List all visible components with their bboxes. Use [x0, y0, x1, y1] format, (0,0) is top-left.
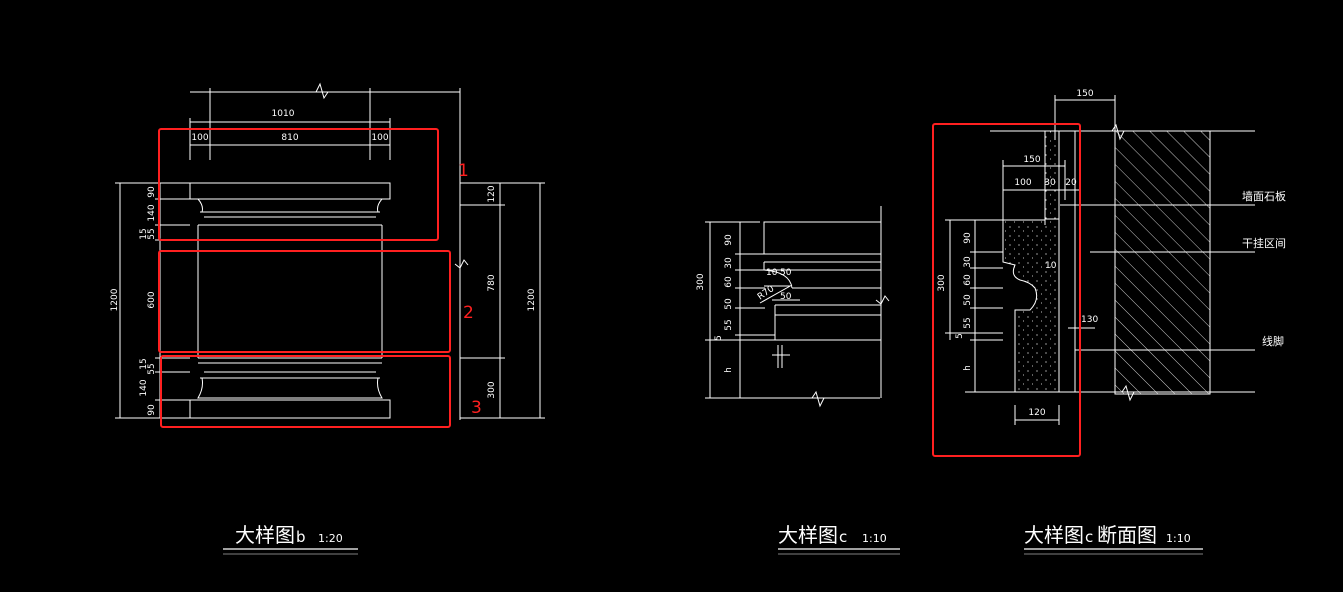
dim-b-90-top: 90 [147, 186, 157, 198]
dim-b-1200-right: 1200 [527, 288, 537, 311]
dim-b-15-bottom: 15 [139, 358, 149, 369]
dim-cs-50: 50 [963, 294, 973, 306]
dim-b-810: 810 [281, 133, 298, 143]
dim-c-5: 5 [714, 335, 724, 341]
title-b-scale: 1:20 [318, 532, 343, 545]
dim-b-1200-left: 1200 [110, 288, 120, 311]
dim-cs-h: h [963, 365, 973, 371]
title-b-suffix: b [296, 528, 306, 546]
dim-b-140-bottom: 140 [139, 379, 149, 396]
dim-b-15-top: 15 [139, 228, 149, 239]
title-cs: 大样图 [1024, 523, 1084, 547]
dim-b-600: 600 [147, 291, 157, 308]
label-dry-hang-zone: 干挂区间 [1242, 236, 1286, 250]
dim-cs-100: 100 [1014, 178, 1031, 188]
detail-drawing-c [705, 206, 890, 408]
dim-cs-300: 300 [937, 274, 947, 291]
dim-c-50-inner: 50 [780, 268, 792, 278]
dim-b-55-bottom: 55 [147, 363, 157, 374]
detail-drawing-c-section [945, 95, 1255, 425]
title-cs-suffix: c [1085, 528, 1093, 546]
dim-cs-5: 5 [955, 333, 965, 339]
highlight-boxes-b [158, 128, 451, 428]
dim-b-300: 300 [487, 381, 497, 398]
dim-c-90: 90 [724, 234, 734, 246]
title-c-suffix: c [839, 528, 847, 546]
title-cs-scale: 1:10 [1166, 532, 1191, 545]
marker-2: 2 [463, 303, 474, 323]
dim-c-300: 300 [696, 273, 706, 290]
dim-c-10: 10 [766, 268, 778, 278]
highlight-box-2 [158, 250, 451, 353]
dim-cs-55: 55 [963, 317, 973, 328]
marker-1: 1 [458, 161, 469, 181]
dim-cs-150: 150 [1023, 155, 1040, 165]
dim-b-1010: 1010 [272, 109, 295, 119]
marker-3: 3 [471, 398, 482, 418]
dim-cs-30-left: 30 [963, 256, 973, 268]
dim-cs-20: 20 [1065, 178, 1077, 188]
dim-b-90-bottom: 90 [147, 404, 157, 416]
dim-c-50-lower: 50 [780, 292, 792, 302]
dim-c-h: h [724, 367, 734, 373]
dim-b-100-right: 100 [371, 133, 388, 143]
dim-c-30: 30 [724, 257, 734, 269]
dim-cs-150-top: 150 [1076, 89, 1093, 99]
dim-cs-30: 30 [1044, 178, 1056, 188]
title-c: 大样图 [778, 523, 838, 547]
dim-cs-120: 120 [1028, 408, 1045, 418]
dim-b-140-top: 140 [147, 204, 157, 221]
dim-b-55-top: 55 [147, 228, 157, 239]
label-wall-stone-panel: 墙面石板 [1242, 189, 1286, 203]
dim-b-120: 120 [487, 185, 497, 202]
dim-c-55: 55 [724, 319, 734, 330]
dim-b-100-left: 100 [191, 133, 208, 143]
dim-cs-60: 60 [963, 274, 973, 286]
dim-cs-10: 10 [1045, 261, 1057, 271]
title-b: 大样图 [235, 523, 295, 547]
dim-cs-90: 90 [963, 232, 973, 244]
dim-c-50: 50 [724, 298, 734, 310]
dim-b-780: 780 [487, 274, 497, 291]
highlight-box-section [932, 123, 1081, 457]
title-cs-section: 断面图 [1097, 523, 1157, 547]
dim-cs-130: 130 [1081, 315, 1098, 325]
title-c-scale: 1:10 [862, 532, 887, 545]
highlight-box-1 [158, 128, 439, 241]
label-molding: 线脚 [1262, 334, 1284, 348]
highlight-box-3 [160, 355, 451, 428]
dim-c-60: 60 [724, 276, 734, 288]
